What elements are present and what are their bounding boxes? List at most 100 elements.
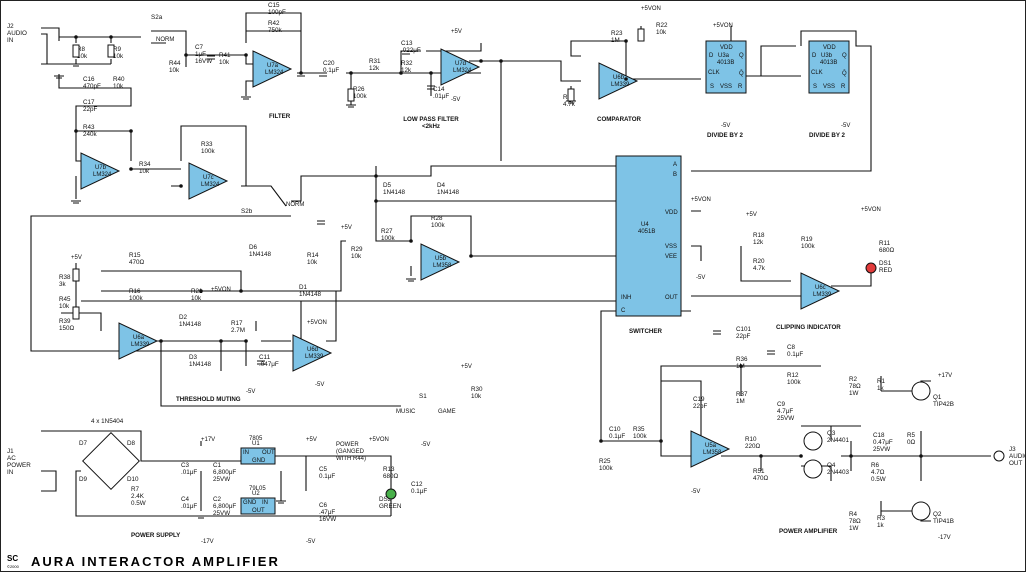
component-r18: R18 [753, 232, 765, 239]
component-c6: .47μF [319, 509, 335, 516]
rail-label-20: -5V [691, 489, 700, 495]
label-power-supply: POWER SUPPLY [131, 532, 181, 539]
pin-qb: Q̄ [739, 70, 744, 77]
rail-label-22: -17V [201, 539, 214, 545]
component-q2: TIP41B [933, 518, 954, 525]
ic-name-u7c: U7c [203, 175, 214, 181]
component-r11: R11 [879, 240, 891, 247]
junction-dot-0 [74, 35, 78, 39]
component-d9: D9 [79, 476, 88, 483]
u6a-opamp [118, 322, 159, 360]
ic-part-u6a: LM339 [131, 342, 150, 348]
connector-j1: AC [7, 455, 16, 462]
component-c12: 0.1μF [411, 488, 427, 495]
capacitor-5 [427, 85, 435, 90]
component-r2: R2 [849, 376, 858, 383]
junction-dot-12 [74, 129, 78, 133]
led-green-icon [385, 488, 397, 500]
component-r8: R8 [77, 46, 86, 53]
component-r44: 10k [169, 67, 180, 74]
component-c101: C101 [736, 326, 752, 333]
component-r44: R44 [169, 60, 181, 67]
rail-label-7: -5V [696, 275, 705, 281]
component-r2: 1W [849, 390, 859, 397]
rail-label-24: -5V [306, 539, 315, 545]
ic-part-u7a: LM324 [265, 70, 284, 76]
component-r8: 10k [77, 53, 88, 60]
component-c2: 6,800μF [213, 503, 236, 510]
component-r30: R30 [471, 386, 483, 393]
pin-d: D [812, 53, 817, 59]
ic-part-u5b: LM358 [433, 263, 452, 269]
component-c11: .047μF [259, 361, 279, 368]
component-ds1: RED [879, 267, 893, 274]
component-r27: 100k [381, 235, 396, 242]
component-q3: 2N4401 [827, 437, 850, 444]
component-ds2: GREEN [379, 503, 402, 510]
reg-pin-a: IN [243, 450, 249, 456]
component-r35: 100k [633, 433, 648, 440]
component-r51: R51 [753, 468, 765, 475]
ground-0 [54, 75, 64, 79]
rail-label-17: -5V [421, 442, 430, 448]
transistor-1 [911, 501, 931, 521]
component-d3: D3 [189, 354, 198, 361]
pin-r: R [738, 84, 743, 90]
label-power-switch: (GANGED [336, 449, 365, 455]
component-d7: D7 [79, 440, 88, 447]
component-r32: R32 [401, 60, 413, 67]
component-r1: 1k [877, 385, 885, 392]
component-d4: 1N4148 [437, 189, 460, 196]
component-r15: R15 [129, 252, 141, 259]
component-r42: R42 [268, 20, 280, 27]
component-r12: R12 [787, 372, 799, 379]
pin-c: C [621, 308, 626, 314]
component-c9: C9 [777, 401, 786, 408]
ic-part-u3b: 4013B [820, 60, 837, 66]
pin-b: B [673, 172, 677, 178]
junction-dot-1 [109, 35, 113, 39]
junction-dot-17 [374, 174, 378, 178]
pin-out: OUT [665, 295, 678, 301]
component-r29: R29 [351, 246, 363, 253]
capacitor-0 [207, 55, 215, 60]
junction-dot-14 [129, 167, 133, 171]
junction-dot-24 [159, 339, 163, 343]
label-lowpass: LOW PASS FILTER [403, 116, 459, 123]
bridge-rectifier [82, 432, 140, 490]
ic-part-u6c: LM339 [813, 292, 832, 298]
junction-dot-6 [399, 71, 403, 75]
component-r11: 680Ω [879, 247, 895, 254]
label-power-switch: POWER [336, 442, 359, 448]
component-r30: 10k [471, 393, 482, 400]
component-c8: 0.1μF [787, 351, 803, 358]
component-r17: 2.7M [231, 327, 245, 334]
component-c7: 16VW [195, 58, 212, 65]
ic-part-u2: 79L05 [249, 486, 266, 492]
component-c5: C5 [319, 466, 328, 473]
component-c11: C11 [259, 354, 271, 361]
pin-vdd: VDD [823, 45, 836, 51]
reg-pin-a: GND [243, 500, 257, 506]
u5b-opamp [420, 243, 461, 281]
junction-dot-5 [349, 71, 353, 75]
led-red-icon [865, 262, 877, 274]
u6b-opamp [598, 62, 639, 100]
component-c18: C18 [873, 432, 885, 439]
u4-switcher [615, 155, 682, 317]
junction-dot-20 [239, 289, 243, 293]
component-r16: R16 [129, 288, 141, 295]
diagram-title: AURA INTERACTOR AMPLIFIER [31, 554, 280, 569]
component-c7: C7 [195, 44, 204, 51]
label-lowpass: <2kHz [422, 123, 440, 130]
junction-dot-28 [759, 454, 763, 458]
component-r7: 0.5W [131, 500, 146, 507]
component-c17: C17 [83, 99, 95, 106]
ic-name-u6b: U6b [613, 75, 625, 81]
ic-name-u2: U2 [252, 491, 260, 497]
component-r28: 100k [431, 222, 446, 229]
connector-j2: J2 [7, 23, 14, 30]
capacitor-8 [767, 350, 775, 355]
component-r15: 470Ω [129, 259, 145, 266]
